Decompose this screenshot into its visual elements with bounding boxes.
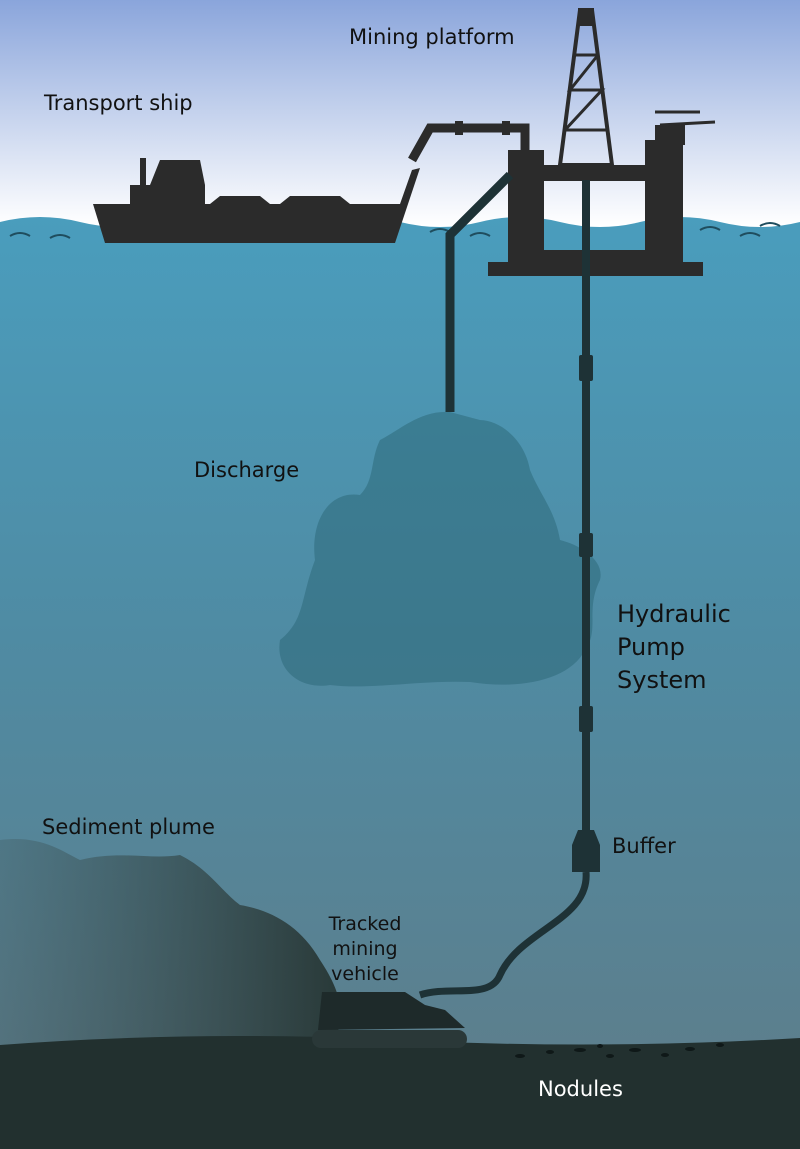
label-transport-ship: Transport ship [43,91,193,115]
wave-marks [9,222,781,239]
label-discharge: Discharge [194,458,299,482]
transport-ship [93,158,420,243]
label-hydraulic: Hydraulic [617,600,731,628]
label-sediment-plume: Sediment plume [42,815,215,839]
discharge-pipe [445,171,514,412]
sediment-plume [0,839,341,1045]
riser-joint [579,533,593,557]
pipe-joint [455,121,463,135]
tracked-mining-vehicle [312,992,467,1048]
flexible-hose [418,871,590,999]
transfer-pipe [408,123,530,163]
label-buffer: Buffer [612,834,676,858]
riser-joint [579,706,593,732]
label-vehicle: vehicle [331,963,399,985]
label-nodules: Nodules [538,1077,623,1101]
label-mining-platform: Mining platform [349,25,515,49]
riser-joint [579,355,593,381]
mining-platform [488,8,716,276]
label-mining: mining [332,938,397,960]
seabed [0,1036,800,1149]
pipe-joint [502,121,510,135]
buffer-unit [572,830,600,872]
label-system: System [617,666,707,694]
discharge-cloud [279,411,601,687]
nodules-marks [515,1043,724,1058]
label-pump: Pump [617,633,685,661]
label-tracked: Tracked [328,913,402,935]
